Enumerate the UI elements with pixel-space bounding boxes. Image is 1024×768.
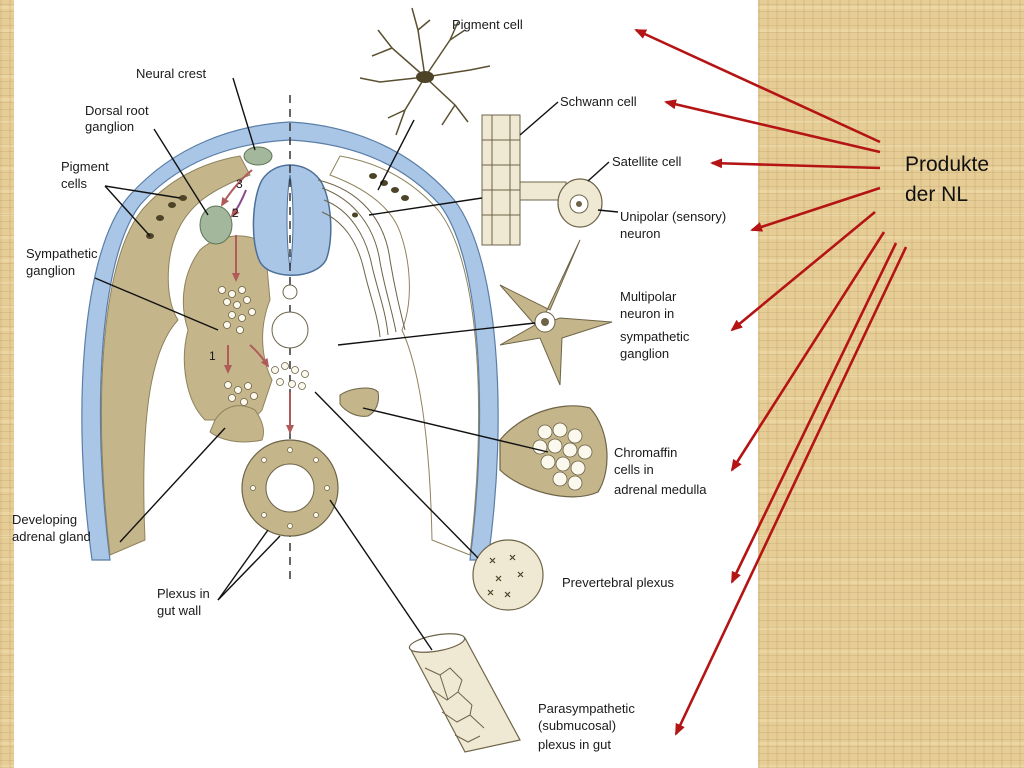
label-multipolar-neuron-2: neuron in <box>620 306 674 321</box>
preaortic-cluster <box>271 362 309 390</box>
chromaffin-cells-drawing <box>499 405 608 498</box>
label-chromaffin-3: adrenal medulla <box>614 482 707 497</box>
label-chromaffin-1: Chromaffin <box>614 445 677 460</box>
neural-crest-cells <box>243 146 273 166</box>
migration-number-3: 3 <box>236 177 243 191</box>
annotation-produkte: Produkte <box>905 153 989 176</box>
gut-lumen <box>265 463 315 513</box>
papyrus-left-border <box>0 0 14 768</box>
label-unipolar-neuron-2: neuron <box>620 226 660 241</box>
label-schwann-cell: Schwann cell <box>560 94 637 109</box>
small-vessel <box>282 284 298 300</box>
label-parasympathetic-3: plexus in gut <box>538 737 611 752</box>
label-satellite-cell: Satellite cell <box>612 154 681 169</box>
mesoderm-right <box>329 155 480 556</box>
sympathetic-cluster <box>218 286 258 406</box>
leader-lines <box>94 77 619 651</box>
aorta <box>271 311 309 349</box>
label-multipolar-neuron-1: Multipolar <box>620 289 677 304</box>
label-adrenal-gland-2: adrenal gland <box>12 529 91 544</box>
mesoderm-block <box>182 235 273 426</box>
adrenal-gland <box>209 405 265 443</box>
label-pigment-cell: Pigment cell <box>452 17 523 32</box>
prevertebral-plexus-drawing <box>472 539 544 611</box>
label-pigment-cells-2: cells <box>61 176 88 191</box>
label-sympathetic-ganglion-1: Sympathetic <box>26 246 98 261</box>
mesoderm-left <box>100 155 251 556</box>
pigment-cell-drawing <box>359 7 491 136</box>
label-chromaffin-2: cells in <box>614 462 654 477</box>
schwann-cell-drawing <box>481 114 567 246</box>
satellite-cell-drawing <box>557 178 603 228</box>
dorsal-root-ganglion <box>199 205 233 245</box>
figure-labels: Neural crest Dorsal root ganglion Pigmen… <box>12 17 726 752</box>
ectoderm-layer <box>81 121 499 561</box>
label-pigment-cells-1: Pigment <box>61 159 109 174</box>
papyrus-side-panel <box>758 0 1024 768</box>
label-plexus-gut-wall-1: Plexus in <box>157 586 210 601</box>
label-adrenal-gland-1: Developing <box>12 512 77 527</box>
label-prevertebral-plexus: Prevertebral plexus <box>562 575 674 590</box>
parasympathetic-plexus-drawing <box>408 633 521 753</box>
gut-plexus-dots <box>250 447 330 529</box>
multipolar-neuron-drawing <box>499 239 613 386</box>
embryo-cross-section: 3 2 1 <box>81 95 499 580</box>
annotation-der-nl: der NL <box>905 183 968 206</box>
migration-number-1: 1 <box>209 349 216 363</box>
label-dorsal-root-ganglion-2: ganglion <box>85 119 134 134</box>
migration-number-2: 2 <box>232 206 239 220</box>
label-parasympathetic-1: Parasympathetic <box>538 701 635 716</box>
label-sympathetic-ganglion-2: ganglion <box>26 263 75 278</box>
label-neural-crest: Neural crest <box>136 66 206 81</box>
label-dorsal-root-ganglion-1: Dorsal root <box>85 103 149 118</box>
label-multipolar-neuron-3: sympathetic <box>620 329 690 344</box>
spinal-nerve <box>317 179 406 338</box>
migration-arrows <box>220 169 294 434</box>
adrenal-primordium <box>339 387 379 417</box>
label-multipolar-neuron-4: ganglion <box>620 346 669 361</box>
label-parasympathetic-2: (submucosal) <box>538 718 616 733</box>
annotation-arrows <box>634 28 908 736</box>
label-unipolar-neuron-1: Unipolar (sensory) <box>620 209 726 224</box>
label-plexus-gut-wall-2: gut wall <box>157 603 201 618</box>
